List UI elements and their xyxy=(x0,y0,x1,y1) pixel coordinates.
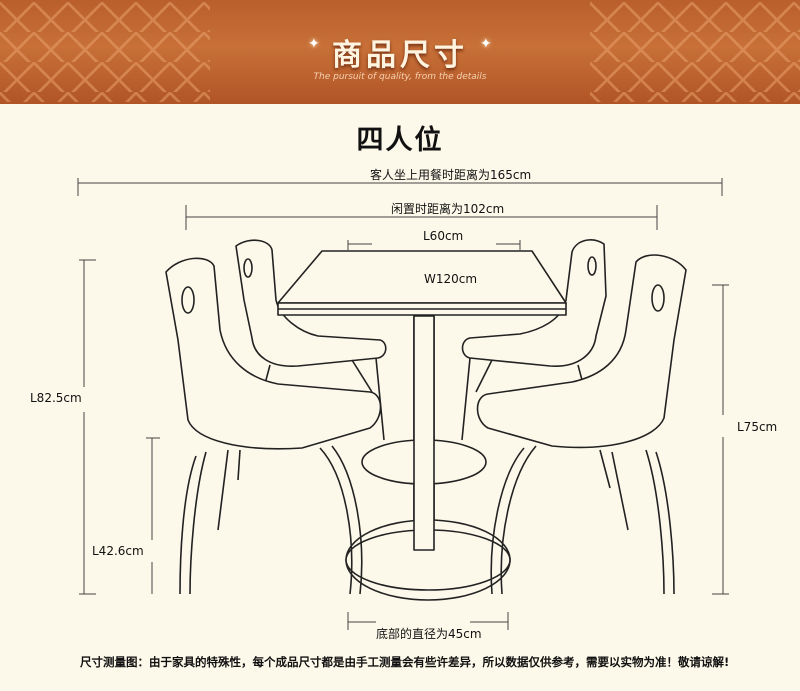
chair-front-right xyxy=(476,254,687,595)
dimension-lines xyxy=(77,178,729,630)
table-height-label: L75cm xyxy=(737,420,778,434)
banner-subtitle: The pursuit of quality, from the details xyxy=(313,72,487,82)
table xyxy=(277,250,567,601)
idle-distance-label: 闲置时距离为102cm xyxy=(391,202,505,216)
chair-height-label: L82.5cm xyxy=(30,391,82,405)
sparkle-icon: ✦ xyxy=(480,36,492,52)
banner-pattern-left xyxy=(0,2,210,102)
seat-height-label: L42.6cm xyxy=(92,544,144,558)
seated-distance-label: 客人坐上用餐时距离为165cm xyxy=(370,168,532,182)
chair-back-left xyxy=(235,239,387,441)
banner-title: 商品尺寸 xyxy=(332,38,468,73)
measurement-note: 尺寸测量图：由于家具的特殊性，每个成品尺寸都是由手工测量会有些许差异，所以数据仅… xyxy=(80,655,730,669)
banner: ✦ ✦ 商品尺寸 The pursuit of quality, from th… xyxy=(0,0,800,104)
chair-front-left xyxy=(165,257,382,595)
base-diameter-label: 底部的直径为45cm xyxy=(376,627,482,641)
banner-pattern-right xyxy=(590,2,800,102)
sparkle-icon: ✦ xyxy=(308,36,320,52)
table-length-label: L60cm xyxy=(423,229,464,243)
page-title: 四人位 xyxy=(356,125,444,156)
table-width-label: W120cm xyxy=(424,272,478,286)
